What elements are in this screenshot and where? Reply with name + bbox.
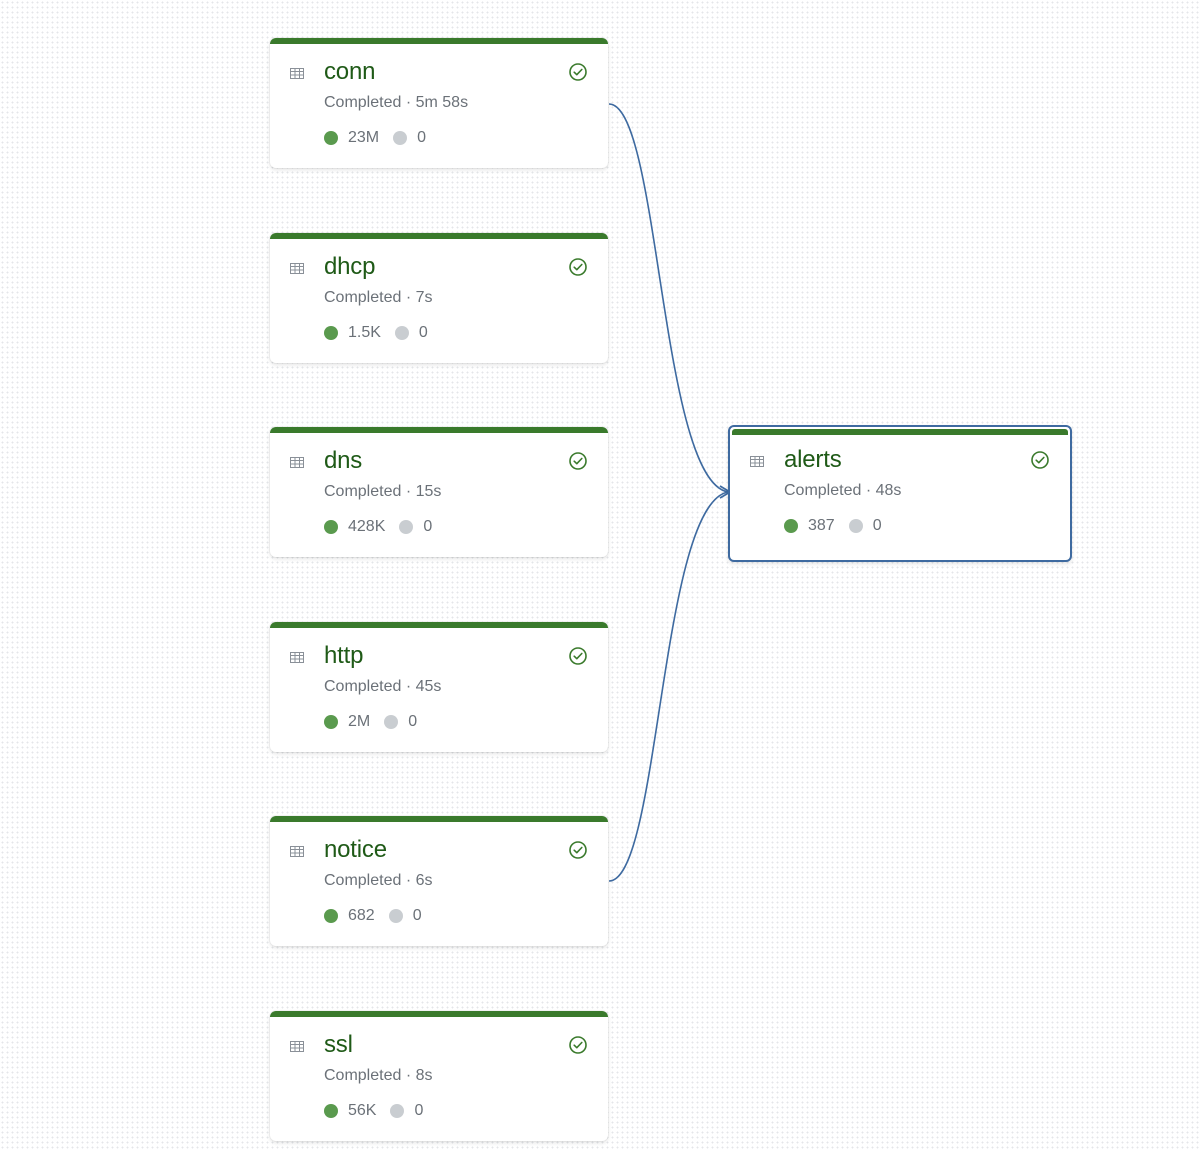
neutral-dot-icon <box>399 520 414 534</box>
table-icon <box>290 652 304 663</box>
node-dhcp[interactable]: dhcp Completed · 7s 1.5K 0 <box>270 233 608 363</box>
node-row-counts: 682 0 <box>324 907 422 925</box>
neutral-dot-icon <box>390 1104 405 1118</box>
neutral-dot-icon <box>848 519 863 533</box>
node-conn[interactable]: conn Completed · 5m 58s 23M 0 <box>270 38 608 168</box>
other-count: 0 <box>872 517 882 534</box>
node-row-counts: 428K 0 <box>324 518 432 536</box>
success-count: 23M <box>348 129 380 146</box>
node-status: Completed · 6s <box>324 872 433 889</box>
node-status: Completed · 15s <box>324 483 442 500</box>
node-row-counts: 23M 0 <box>324 129 426 147</box>
check-circle-icon <box>569 841 587 859</box>
node-http[interactable]: http Completed · 45s 2M 0 <box>270 622 608 752</box>
node-notice[interactable]: notice Completed · 6s 682 0 <box>270 816 608 946</box>
node-status: Completed · 7s <box>324 289 433 306</box>
success-count: 387 <box>808 517 835 534</box>
check-circle-icon <box>569 1036 587 1054</box>
success-count: 428K <box>348 518 386 535</box>
other-count: 0 <box>423 518 433 535</box>
success-dot-icon <box>324 715 338 729</box>
node-alerts[interactable]: alerts Completed · 48s 387 0 <box>728 425 1072 562</box>
check-circle-icon <box>569 63 587 81</box>
other-count: 0 <box>408 713 418 730</box>
node-row-counts: 1.5K 0 <box>324 324 428 342</box>
table-icon <box>290 457 304 468</box>
node-name: conn <box>324 58 376 85</box>
node-status: Completed · 5m 58s <box>324 94 469 111</box>
node-name: dns <box>324 447 363 474</box>
table-icon <box>750 456 764 467</box>
success-dot-icon <box>784 519 798 533</box>
success-count: 1.5K <box>348 324 381 341</box>
other-count: 0 <box>418 324 428 341</box>
node-name: ssl <box>324 1031 353 1058</box>
success-dot-icon <box>324 520 338 534</box>
table-icon <box>290 846 304 857</box>
node-name: notice <box>324 836 387 863</box>
neutral-dot-icon <box>388 909 403 923</box>
check-circle-icon <box>569 647 587 665</box>
node-row-counts: 56K 0 <box>324 1102 423 1120</box>
node-row-counts: 387 0 <box>784 517 882 535</box>
check-circle-icon <box>569 452 587 470</box>
node-row-counts: 2M 0 <box>324 713 417 731</box>
edge-notice-to-alerts[interactable] <box>608 491 729 882</box>
other-count: 0 <box>412 907 422 924</box>
node-name: alerts <box>784 446 842 473</box>
node-status: Completed · 48s <box>784 482 902 499</box>
node-name: dhcp <box>324 253 376 280</box>
neutral-dot-icon <box>384 715 399 729</box>
success-dot-icon <box>324 1104 338 1118</box>
success-dot-icon <box>324 131 338 145</box>
node-dns[interactable]: dns Completed · 15s 428K 0 <box>270 427 608 557</box>
edge-conn-to-alerts[interactable] <box>608 103 729 493</box>
success-dot-icon <box>324 909 338 923</box>
other-count: 0 <box>414 1102 424 1119</box>
table-icon <box>290 68 304 79</box>
success-count: 682 <box>348 907 375 924</box>
node-ssl[interactable]: ssl Completed · 8s 56K 0 <box>270 1011 608 1141</box>
node-name: http <box>324 642 364 669</box>
check-circle-icon <box>1031 451 1049 469</box>
other-count: 0 <box>417 129 427 146</box>
success-dot-icon <box>324 326 338 340</box>
node-status: Completed · 8s <box>324 1067 433 1084</box>
success-count: 2M <box>348 713 371 730</box>
table-icon <box>290 1041 304 1052</box>
check-circle-icon <box>569 258 587 276</box>
table-icon <box>290 263 304 274</box>
node-status: Completed · 45s <box>324 678 442 695</box>
success-count: 56K <box>348 1102 377 1119</box>
neutral-dot-icon <box>393 131 408 145</box>
neutral-dot-icon <box>394 326 409 340</box>
